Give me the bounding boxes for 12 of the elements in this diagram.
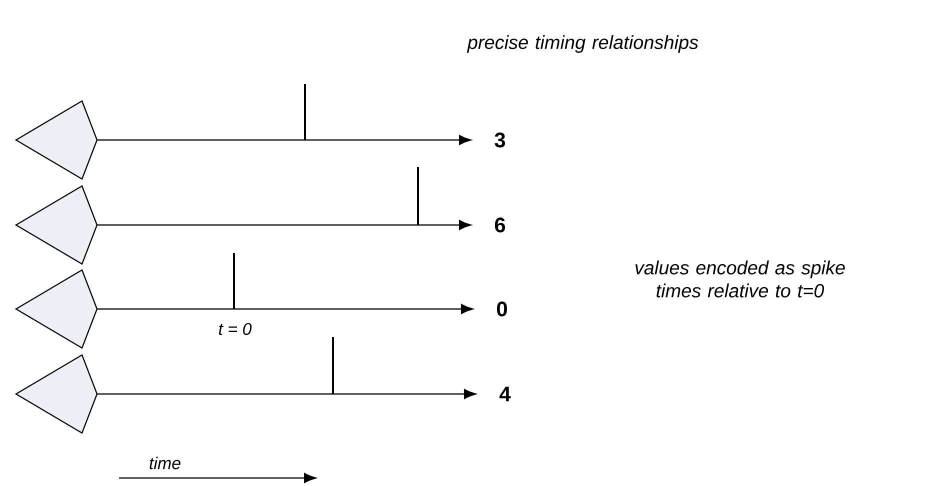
- spike-train-arrow: [97, 135, 472, 145]
- axis-label: t = 0: [219, 322, 252, 336]
- value-number: 4: [499, 386, 511, 402]
- axis-label: time: [150, 456, 180, 470]
- value-number: 6: [494, 218, 506, 232]
- spike-train-arrow: [97, 389, 476, 399]
- value-number: 3: [494, 132, 506, 148]
- spike-train-arrow: [97, 304, 474, 314]
- annotation-text: values encoded as spike times relative to t=0: [635, 260, 845, 298]
- spike-train-arrow: [97, 220, 472, 230]
- annotation-text: precise timing relationships: [466, 35, 698, 53]
- value-number: 0: [497, 302, 507, 316]
